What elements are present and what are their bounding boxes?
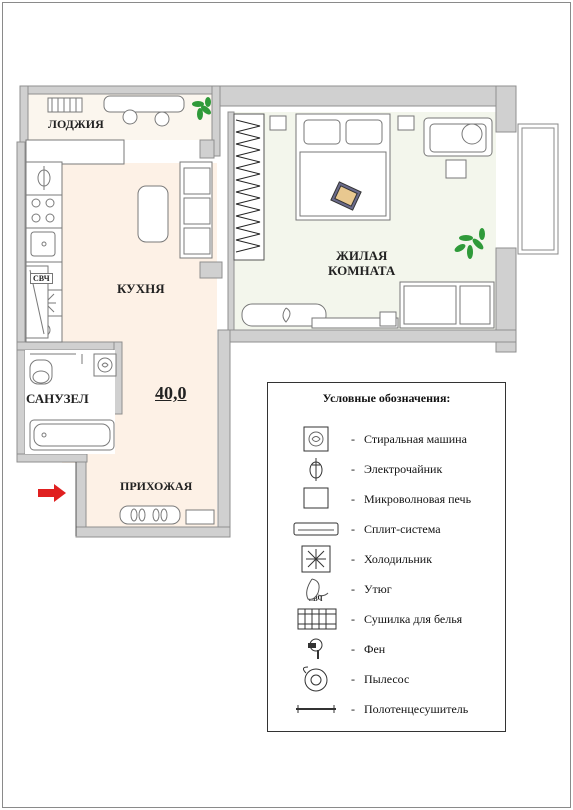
microwave-icon	[303, 487, 329, 509]
legend-text: Утюг	[364, 582, 392, 596]
legend-dash: -	[351, 432, 355, 446]
kitchen-sofa	[179, 161, 213, 259]
fridge-icon	[301, 545, 331, 573]
legend-text: Сушилка для белья	[364, 612, 463, 626]
armchair	[423, 117, 493, 179]
legend-item: - Электрочайник	[268, 455, 505, 483]
kettle-icon	[309, 458, 323, 481]
legend-item: - Стиральная машина	[268, 425, 505, 453]
legend-item: - Утюг	[268, 575, 505, 603]
hallway-shoe-rack	[119, 505, 215, 525]
balcony	[517, 123, 559, 255]
entry-arrow-icon	[38, 484, 66, 502]
sofa	[399, 281, 495, 329]
legend-dash: -	[351, 672, 355, 686]
legend-text: Фен	[364, 642, 386, 656]
split-system-icon	[293, 522, 339, 536]
legend-dash: -	[351, 552, 355, 566]
washing-machine-icon	[303, 426, 329, 452]
legend-dash: -	[351, 492, 355, 506]
legend-item: - Сушилка для белья	[268, 605, 505, 633]
legend-text: Электрочайник	[364, 462, 443, 476]
loggia-label: ЛОДЖИЯ	[48, 117, 104, 131]
legend-text: Полотенцесушитель	[364, 702, 469, 716]
total-area: 40,0	[155, 383, 187, 403]
legend-item: - Холодильник	[268, 545, 505, 573]
legend-text: Пылесос	[364, 672, 410, 686]
legend-text: Холодильник	[364, 552, 433, 566]
iron-icon	[306, 578, 329, 600]
legend-item: СВЧ - Микроволновая печь	[268, 485, 505, 603]
legend-dash: -	[351, 642, 355, 656]
towel-warmer-icon	[296, 705, 336, 713]
legend-dash: -	[351, 522, 355, 536]
clothes-dryer-icon	[297, 608, 337, 630]
book-icon	[330, 181, 362, 211]
legend-item: - Сплит-система	[268, 515, 505, 543]
vacuum-icon	[302, 666, 328, 692]
hallway-label: ПРИХОЖАЯ	[120, 479, 193, 493]
living-room-label-line1: ЖИЛАЯ	[336, 248, 388, 263]
bathroom-label: САНУЗЕЛ	[26, 391, 89, 406]
plant-icon	[192, 97, 211, 120]
legend-text: Сплит-система	[364, 522, 441, 536]
legend-dash: -	[351, 702, 355, 716]
microwave-label: СВЧ	[30, 273, 53, 284]
legend-dash: -	[351, 462, 355, 476]
legend-dash: -	[351, 612, 355, 626]
legend-text: Микроволновая печь	[364, 492, 472, 506]
hair-dryer-icon	[308, 638, 323, 659]
legend-item: - Пылесос	[268, 665, 505, 693]
wardrobe	[233, 113, 265, 261]
loggia-items	[47, 95, 185, 127]
legend-item: - Полотенцесушитель	[268, 695, 505, 723]
plant-icon-living	[454, 228, 485, 259]
legend-title: Условные обозначения:	[322, 391, 451, 405]
legend-dash: -	[351, 582, 355, 596]
ironing-board	[241, 303, 327, 327]
living-room-label-line2: КОМНАТА	[328, 263, 396, 278]
legend: Условные обозначения: - Стиральная машин…	[267, 382, 506, 732]
tv-stand	[311, 311, 399, 329]
kitchen-table	[137, 185, 169, 243]
kitchen-label: КУХНЯ	[117, 281, 165, 296]
legend-text: Стиральная машина	[364, 432, 467, 446]
microwave-icon-label: СВЧ	[308, 595, 323, 603]
legend-item: - Фен	[268, 635, 505, 663]
bathroom-fixtures	[29, 353, 117, 451]
